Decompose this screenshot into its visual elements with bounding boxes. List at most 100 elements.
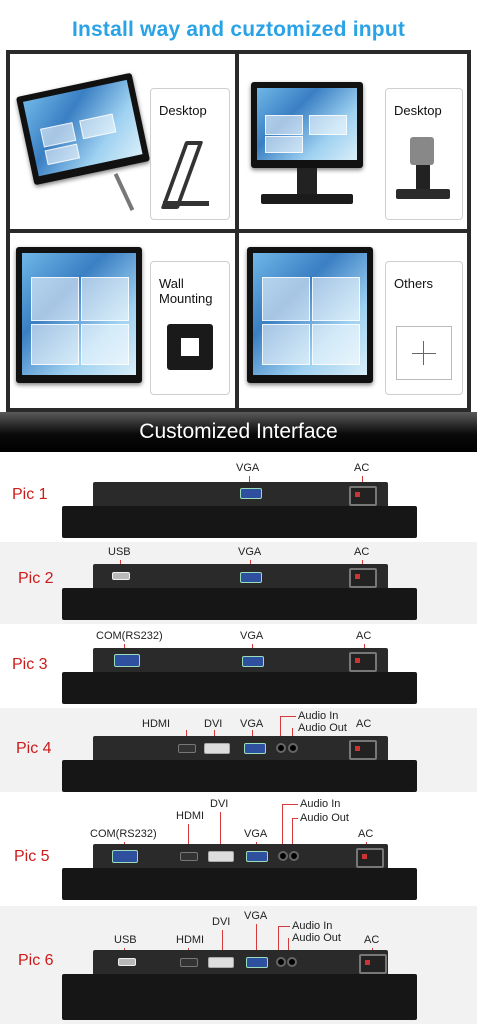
port-label-com: COM(RS232) (90, 828, 157, 840)
panel (93, 736, 388, 762)
audio-out-port (287, 957, 297, 967)
monitor-image (16, 247, 142, 383)
port-label-ac: AC (356, 630, 372, 642)
panel-bottom (62, 868, 417, 900)
port-label-vga: VGA (238, 546, 262, 558)
panel (93, 648, 388, 674)
pic-row: Pic 1 VGA AC (0, 456, 477, 540)
port-label-ac: AC (356, 718, 372, 730)
port-label-usb: USB (108, 546, 131, 558)
port-label-dvi: DVI (210, 798, 229, 810)
audio-in-port (276, 743, 286, 753)
audio-out-port (288, 743, 298, 753)
audio-in-port (276, 957, 286, 967)
install-option-wall-mounting: Wall Mounting (10, 233, 235, 408)
pic-label: Pic 1 (12, 486, 48, 503)
install-option-others: Others (239, 233, 467, 408)
vga-port (240, 572, 262, 583)
vga-port (244, 743, 266, 754)
customized-interface-banner: Customized Interface (0, 412, 477, 452)
port-label-com: COM(RS232) (96, 630, 163, 642)
ac-port (349, 740, 377, 760)
stand-icon (160, 141, 204, 209)
port-label-audio-in: Audio In (300, 798, 341, 810)
port-label-audio-in: Audio In (292, 920, 333, 932)
install-option-desktop-stand: Desktop (10, 54, 235, 229)
dvi-port (204, 743, 230, 754)
port-label-dvi: DVI (212, 916, 231, 928)
ac-port (349, 568, 377, 588)
monitor-image (247, 247, 373, 383)
wall-mount-icon (167, 324, 213, 370)
vga-port (240, 488, 262, 499)
panel-bottom (62, 760, 417, 792)
dvi-port (208, 957, 234, 968)
port-label-audio-in: Audio In (298, 710, 339, 722)
vga-port (242, 656, 264, 667)
port-label-audio-out: Audio Out (300, 812, 349, 824)
port-label-ac: AC (364, 934, 380, 946)
vga-port (246, 851, 268, 862)
port-label-hdmi: HDMI (176, 810, 205, 822)
pic-row: Pic 2 USB VGA AC (0, 542, 477, 624)
panel (93, 844, 388, 870)
dvi-port (208, 851, 234, 862)
ac-port (359, 954, 387, 974)
com-port (112, 850, 138, 863)
install-option-desktop-base: Desktop (239, 54, 467, 229)
port-label-ac: AC (354, 462, 370, 474)
port-label-ac: AC (354, 546, 370, 558)
port-label-vga: VGA (244, 910, 268, 922)
banner-title: Customized Interface (139, 420, 338, 443)
panel-bottom (62, 672, 417, 704)
option-card: Desktop (385, 88, 463, 220)
port-label-hdmi: HDMI (176, 934, 205, 946)
ac-port (349, 652, 377, 672)
usb-port (112, 572, 130, 580)
pic-row: Pic 4 HDMI DVI VGA Audio In Audio Out AC (0, 708, 477, 792)
pic-label: Pic 3 (12, 656, 48, 673)
install-grid: Desktop Desktop Wall Mounting (6, 50, 471, 412)
pic-row: Pic 5 COM(RS232) HDMI DVI VGA Audio In A… (0, 794, 477, 904)
ac-port (356, 848, 384, 868)
port-label-audio-out: Audio Out (292, 932, 341, 944)
pic-label: Pic 6 (18, 952, 54, 969)
hdmi-port (178, 744, 196, 753)
audio-out-port (289, 851, 299, 861)
stand-base-icon (163, 201, 209, 206)
pic-label: Pic 5 (14, 848, 50, 865)
option-card: Desktop (150, 88, 230, 220)
plus-icon (396, 326, 452, 380)
option-label: Desktop (394, 103, 442, 118)
option-label: Wall Mounting (159, 276, 213, 306)
pic-row: Pic 3 COM(RS232) VGA AC (0, 626, 477, 708)
option-label: Desktop (159, 103, 207, 118)
pic-label: Pic 2 (18, 570, 54, 587)
option-card: Wall Mounting (150, 261, 230, 395)
port-label-vga: VGA (240, 718, 264, 730)
page-title: Install way and cuztomized input (71, 18, 406, 41)
com-port (114, 654, 140, 667)
monitor-image (251, 82, 363, 168)
ac-port (349, 486, 377, 506)
panel-bottom (62, 588, 417, 620)
pic-label: Pic 4 (16, 740, 52, 757)
panel-bottom (62, 506, 417, 538)
port-label-hdmi: HDMI (142, 718, 171, 730)
port-label-usb: USB (114, 934, 137, 946)
option-label: Others (394, 276, 434, 291)
vga-port (246, 957, 268, 968)
panel (93, 950, 388, 976)
port-label-vga: VGA (240, 630, 264, 642)
usb-port (118, 958, 136, 966)
port-label-vga: VGA (236, 462, 260, 474)
pic-row: Pic 6 USB HDMI DVI VGA Audio In Audio Ou… (0, 906, 477, 1024)
port-label-ac: AC (358, 828, 374, 840)
panel-bottom (62, 974, 417, 1020)
hdmi-port (180, 958, 198, 967)
monitor-image (15, 72, 151, 186)
hdmi-port (180, 852, 198, 861)
option-card: Others (385, 261, 463, 395)
base-stand-icon (410, 137, 434, 165)
port-label-dvi: DVI (204, 718, 223, 730)
